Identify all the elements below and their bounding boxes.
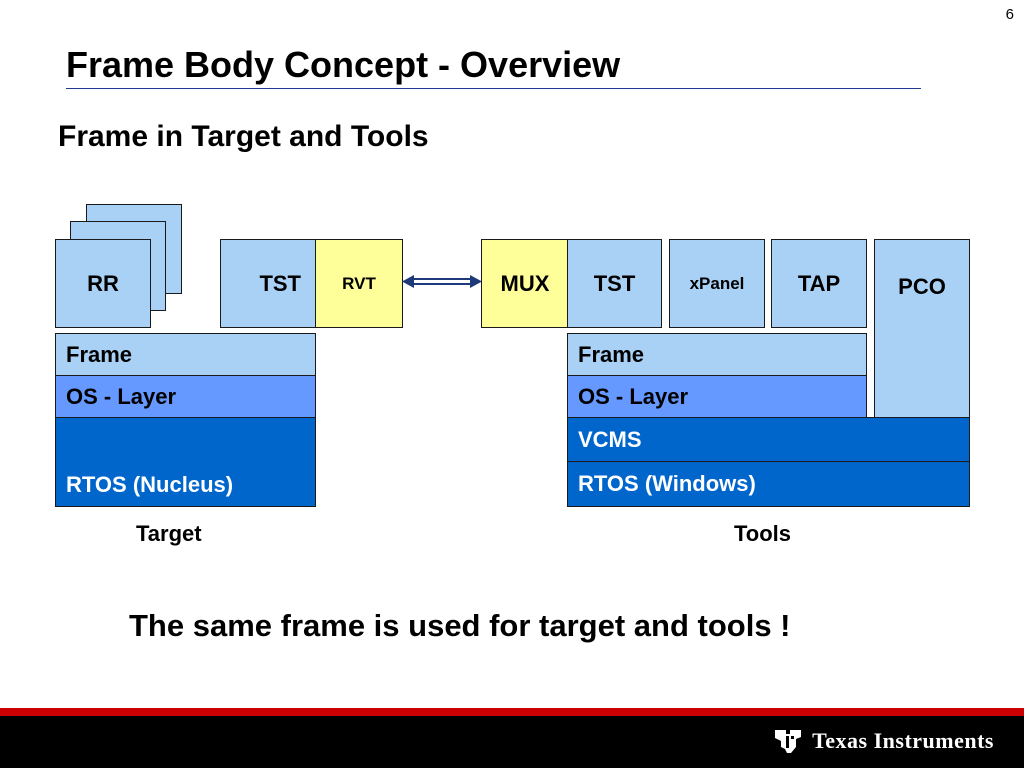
target-os-layer: OS - Layer bbox=[55, 375, 316, 418]
tools-os-layer: OS - Layer bbox=[567, 375, 867, 418]
target-tst-box: TST bbox=[220, 239, 316, 328]
pco-label: PCO bbox=[898, 274, 946, 299]
slide-subtitle: Frame in Target and Tools bbox=[58, 120, 429, 153]
rr-label: RR bbox=[87, 270, 119, 296]
footer-accent-bar bbox=[0, 708, 1024, 716]
target-tst-label: TST bbox=[259, 270, 301, 296]
tools-rtos-layer: RTOS (Windows) bbox=[567, 461, 970, 507]
rr-box: RR bbox=[55, 239, 151, 328]
target-frame-layer: Frame bbox=[55, 333, 316, 376]
footer-bar bbox=[0, 716, 1024, 768]
tools-caption: Tools bbox=[734, 521, 792, 546]
title-underline bbox=[66, 88, 921, 89]
tools-tst-label: TST bbox=[593, 270, 636, 296]
mux-box: MUX bbox=[481, 239, 569, 328]
rvt-label: RVT bbox=[342, 274, 376, 293]
target-rtos-layer: RTOS (Nucleus) bbox=[55, 417, 316, 507]
target-caption: Target bbox=[136, 521, 202, 546]
page-number: 6 bbox=[1005, 6, 1014, 23]
rvt-box: RVT bbox=[315, 239, 403, 328]
slide-title: Frame Body Concept - Overview bbox=[66, 44, 621, 85]
brand-logo: Texas Instruments bbox=[772, 725, 994, 757]
brand-name: Texas Instruments bbox=[812, 728, 994, 753]
tools-vcms-layer: VCMS bbox=[567, 417, 970, 462]
summary-statement: The same frame is used for target and to… bbox=[129, 608, 791, 643]
xpanel-box: xPanel bbox=[669, 239, 765, 328]
mux-label: MUX bbox=[500, 270, 550, 296]
tap-label: TAP bbox=[797, 270, 841, 296]
pco-box: PCO bbox=[874, 239, 970, 419]
tools-tst-box: TST bbox=[567, 239, 662, 328]
bidirectional-arrow bbox=[402, 275, 482, 288]
texas-instruments-logo-icon bbox=[775, 730, 802, 753]
tap-box: TAP bbox=[771, 239, 867, 328]
tools-frame-layer: Frame bbox=[567, 333, 867, 376]
xpanel-label: xPanel bbox=[689, 274, 745, 293]
